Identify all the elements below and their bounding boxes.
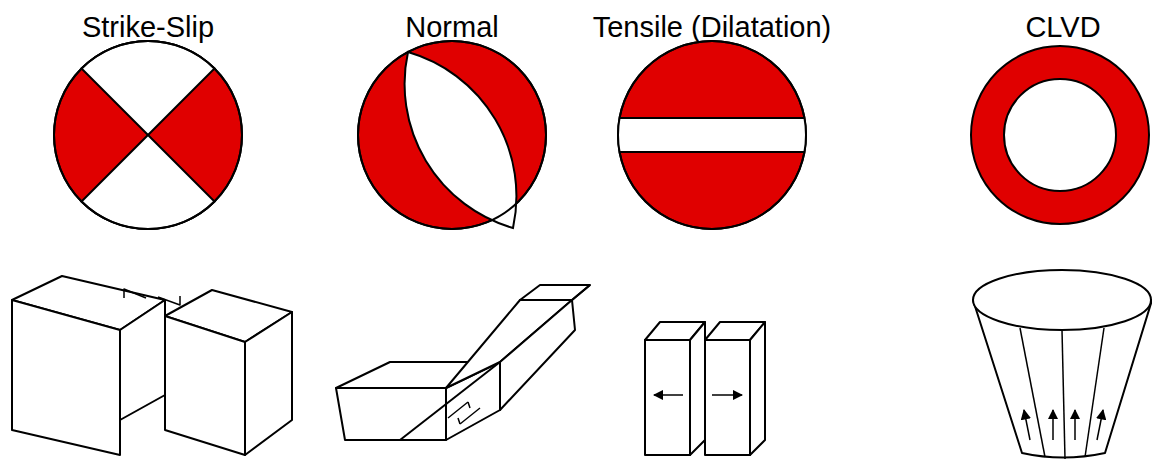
mechanism-title: CLVD	[1025, 10, 1100, 45]
normal-beachball	[358, 41, 546, 229]
normal-fault-block	[336, 285, 590, 440]
mechanism-title: Normal	[405, 10, 498, 45]
strike-slip-beachball	[54, 41, 242, 229]
mechanism-title: Tensile (Dilatation)	[593, 10, 832, 45]
tensile-block	[645, 322, 765, 455]
clvd-beachball	[971, 46, 1149, 224]
strike-slip-block	[12, 276, 292, 455]
mechanism-title: Strike-Slip	[82, 10, 214, 45]
clvd-cone	[973, 270, 1152, 459]
tensile-beachball	[610, 41, 820, 229]
